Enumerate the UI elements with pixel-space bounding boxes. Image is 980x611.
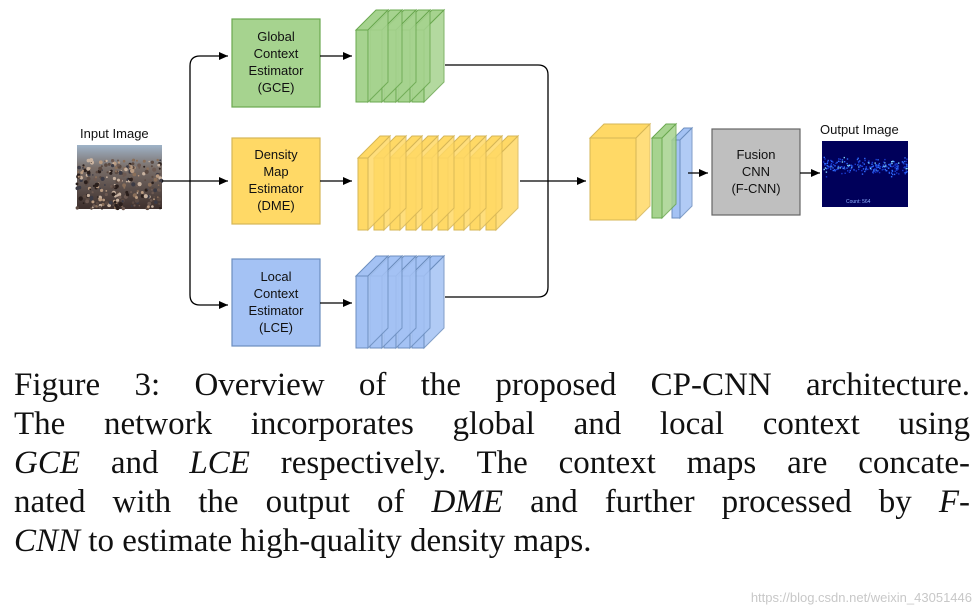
output-density-map: Count: 564: [822, 141, 908, 207]
lce-box: Local Context Estimator (LCE): [231, 258, 321, 347]
caption-f-term: F-: [938, 484, 970, 520]
caption-dme-term: DME: [431, 484, 504, 520]
caption-line-4-b: and further processed by: [503, 484, 939, 520]
lce-feature-stack: [354, 254, 446, 350]
caption-and: and: [80, 445, 190, 481]
watermark: https://blog.csdn.net/weixin_43051446: [750, 590, 972, 605]
concat-gce-map: [650, 122, 678, 220]
gce-box: Global Context Estimator (GCE): [231, 18, 321, 108]
dme-label-1: Density: [254, 147, 298, 162]
concatenated-feature-maps: [588, 122, 694, 222]
caption-line-3: GCE and LCE respectively. The context ma…: [14, 444, 970, 483]
dme-label-3: Estimator: [249, 181, 305, 196]
figure-caption: Figure 3: Overview of the proposed CP-CN…: [14, 366, 970, 561]
output-count-text: Count: 564: [846, 199, 871, 205]
caption-cnn-term: CNN: [14, 523, 81, 559]
input-image-label: Input Image: [80, 126, 149, 141]
caption-line-4: nated with the output of DME and further…: [14, 483, 970, 522]
caption-line-3-rest: respectively. The context maps are conca…: [249, 445, 970, 481]
feature-map-layer: [354, 254, 390, 350]
caption-line-4-a: nated with the output of: [14, 484, 432, 520]
feature-map-layer: [356, 134, 392, 232]
caption-gce-term: GCE: [14, 445, 80, 481]
caption-line-2: The network incorporates global and loca…: [14, 406, 970, 442]
caption-lce-term: LCE: [189, 445, 250, 481]
feature-map-layer: [354, 8, 390, 104]
input-image: [75, 145, 164, 211]
lce-label-3: Estimator: [249, 303, 305, 318]
dme-box: Density Map Estimator (DME): [231, 137, 321, 225]
caption-line-1: Figure 3: Overview of the proposed CP-CN…: [14, 367, 970, 403]
lce-label-2: Context: [254, 286, 299, 301]
fcnn-label-2: CNN: [742, 164, 770, 179]
merge-connectors: [445, 64, 586, 298]
box-to-stack-arrows: [320, 52, 352, 307]
lce-label-4: (LCE): [259, 320, 293, 335]
fcnn-box: Fusion CNN (F-CNN): [711, 128, 801, 216]
gce-label-1: Global: [257, 29, 295, 44]
gce-label-4: (GCE): [258, 80, 295, 95]
gce-label-2: Context: [254, 46, 299, 61]
dme-label-2: Map: [263, 164, 288, 179]
input-connectors: [162, 52, 228, 309]
output-image-label: Output Image: [820, 122, 899, 137]
gce-feature-stack: [354, 8, 446, 104]
lce-label-1: Local: [260, 269, 291, 284]
caption-line-5-rest: to estimate high-quality density maps.: [80, 523, 592, 559]
dme-label-4: (DME): [257, 198, 295, 213]
concat-dme-map: [588, 122, 652, 222]
gce-label-3: Estimator: [249, 63, 305, 78]
cp-cnn-diagram: Input Image Global Context Estimator (GC…: [75, 8, 908, 350]
fcnn-label-1: Fusion: [736, 147, 775, 162]
fcnn-label-3: (F-CNN): [731, 181, 780, 196]
dme-feature-stack: [356, 134, 520, 232]
caption-line-5: CNN to estimate high-quality density map…: [14, 522, 970, 561]
